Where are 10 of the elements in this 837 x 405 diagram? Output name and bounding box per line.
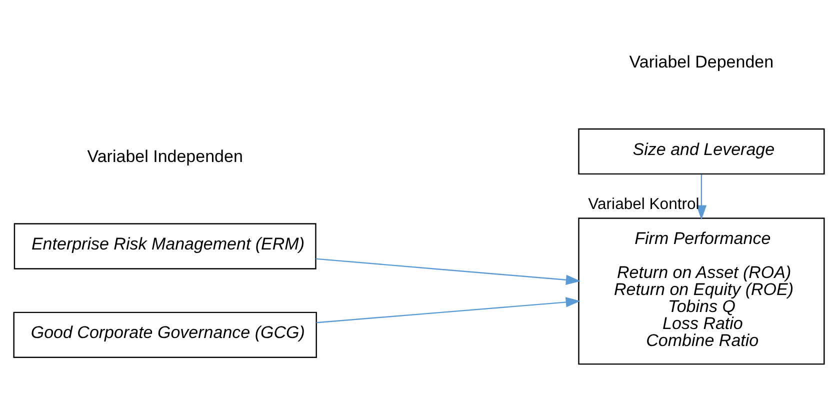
label: Variabel Dependen: [628, 52, 774, 72]
edge-label: Variabel Kontrol: [588, 196, 699, 214]
arrow: [315, 258, 580, 285]
arrow: [316, 297, 580, 324]
node-box: Size and Leverage: [578, 128, 824, 175]
node-box: Enterprise Risk Management (ERM): [13, 223, 316, 270]
node-box: Firm Performance Return on Asset (ROA) Return on Equity (ROE) Tobins Q Loss Ratio Combine Ratio: [578, 218, 824, 365]
node-box: Good Corporate Governance (GCG): [12, 312, 316, 358]
arrow: [696, 174, 706, 220]
label: Variabel Independen: [86, 147, 242, 166]
